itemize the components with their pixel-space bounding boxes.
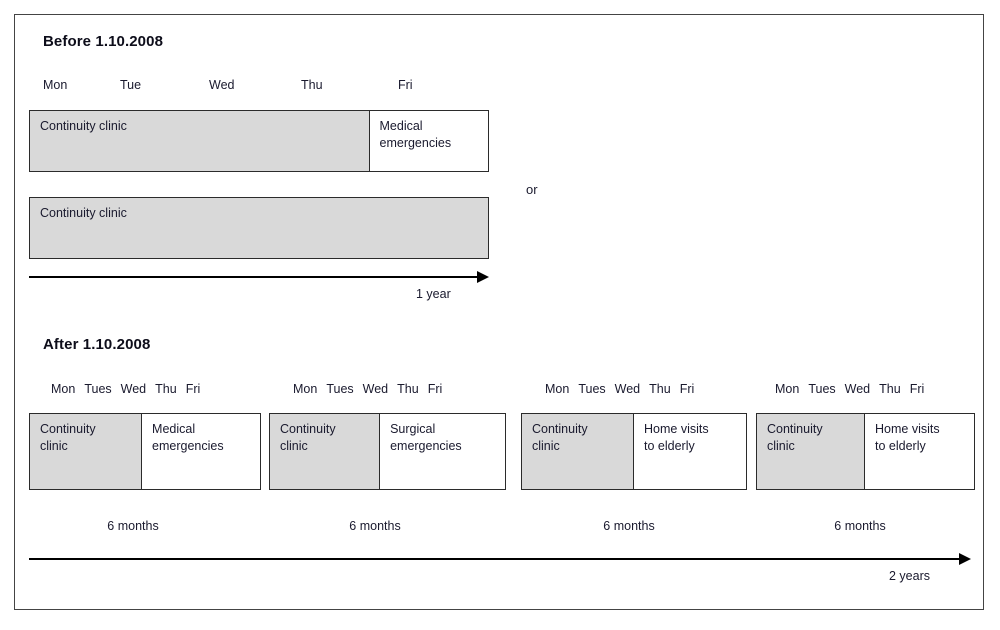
after-block-3-bar: Continuity clinic Home visits to elderly [521, 413, 747, 490]
after-b4-day-thu: Thu [879, 382, 901, 396]
before-section-title: Before 1.10.2008 [43, 33, 164, 50]
after-b3-day-mon: Mon [545, 382, 570, 396]
after-timeline-arrow-head [959, 553, 971, 565]
after-b1-day-mon: Mon [51, 382, 76, 396]
after-block-1-clinic-cell: Continuity clinic [30, 414, 142, 489]
after-block-3-duration-label: 6 months [603, 519, 655, 533]
after-block-4-bar: Continuity clinic Home visits to elderly [756, 413, 975, 490]
after-block-3-clinic-cell: Continuity clinic [522, 414, 633, 489]
after-b3-day-wed: Wed [614, 382, 641, 396]
after-b2-day-mon: Mon [293, 382, 318, 396]
after-block-4-day-row: Mon Tues Wed Thu Fri [775, 382, 924, 396]
before-timeline-arrow-head [477, 271, 489, 283]
before-or-connector: or [526, 182, 538, 197]
after-b1-day-wed: Wed [120, 382, 147, 396]
after-b2-day-wed: Wed [362, 382, 389, 396]
after-block-2-duration-label: 6 months [349, 519, 401, 533]
before-day-label-thu: Thu [301, 78, 323, 92]
after-b4-day-wed: Wed [844, 382, 871, 396]
before-option-a-clinic-cell: Continuity clinic [30, 111, 369, 171]
after-block-2-duty-cell: Surgical emergencies [379, 414, 505, 489]
diagram-frame: Before 1.10.2008 Mon Tue Wed Thu Fri Con… [14, 14, 984, 610]
before-day-label-tue: Tue [120, 78, 142, 92]
after-section-title: After 1.10.2008 [43, 336, 151, 353]
after-block-1-day-row: Mon Tues Wed Thu Fri [51, 382, 200, 396]
after-b3-day-thu: Thu [649, 382, 671, 396]
after-block-3-duty-cell: Home visits to elderly [633, 414, 746, 489]
before-day-label-fri: Fri [398, 78, 413, 92]
after-b4-day-mon: Mon [775, 382, 800, 396]
after-block-1-duty-cell: Medical emergencies [141, 414, 260, 489]
before-day-label-wed: Wed [209, 78, 235, 92]
after-block-2-day-row: Mon Tues Wed Thu Fri [293, 382, 442, 396]
after-timeline-caption: 2 years [889, 569, 930, 583]
after-b1-day-fri: Fri [185, 382, 201, 396]
before-option-a-duty-cell: Medical emergencies [368, 111, 488, 171]
after-block-1-duration-label: 6 months [107, 519, 159, 533]
after-b2-day-thu: Thu [397, 382, 419, 396]
after-b4-day-tues: Tues [808, 382, 836, 396]
after-block-4-duty-cell: Home visits to elderly [864, 414, 974, 489]
after-b2-day-tues: Tues [326, 382, 354, 396]
before-option-a-bar: Continuity clinic Medical emergencies [29, 110, 489, 172]
after-b1-day-thu: Thu [155, 382, 177, 396]
after-block-2-bar: Continuity clinic Surgical emergencies [269, 413, 506, 490]
after-b4-day-fri: Fri [909, 382, 925, 396]
after-b2-day-fri: Fri [427, 382, 443, 396]
after-b1-day-tues: Tues [84, 382, 112, 396]
after-block-2-clinic-cell: Continuity clinic [270, 414, 380, 489]
before-option-b-bar: Continuity clinic [29, 197, 489, 259]
after-block-4-clinic-cell: Continuity clinic [757, 414, 865, 489]
after-block-4-duration-label: 6 months [834, 519, 886, 533]
after-b3-day-fri: Fri [679, 382, 695, 396]
before-timeline-arrow-line [29, 276, 479, 278]
after-block-3-day-row: Mon Tues Wed Thu Fri [545, 382, 694, 396]
after-block-1-bar: Continuity clinic Medical emergencies [29, 413, 261, 490]
after-timeline-arrow-line [29, 558, 961, 560]
before-timeline-caption: 1 year [416, 287, 451, 301]
after-b3-day-tues: Tues [578, 382, 606, 396]
before-day-label-mon: Mon [43, 78, 68, 92]
before-option-b-clinic-cell: Continuity clinic [30, 198, 488, 258]
